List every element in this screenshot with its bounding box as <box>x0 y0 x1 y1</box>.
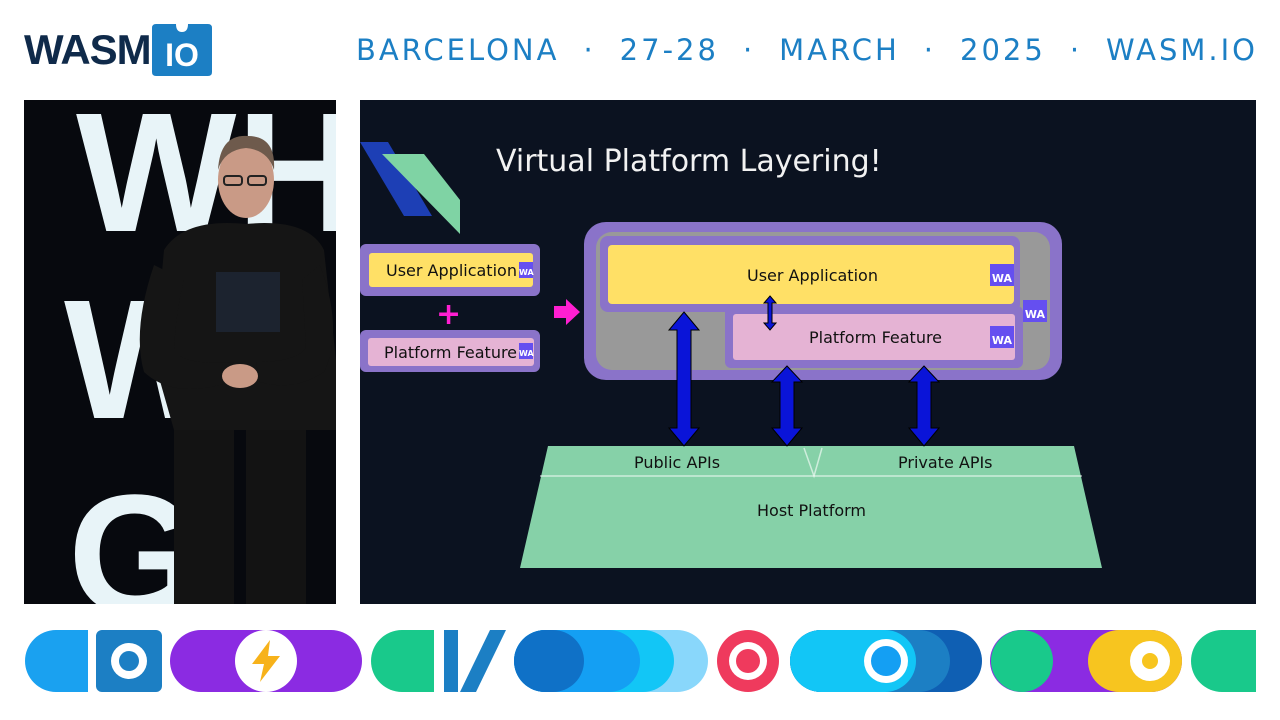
presentation-slide: Virtual Platform Layering! User Applicat… <box>360 100 1256 604</box>
left-user-app-box <box>369 253 533 287</box>
plus-icon: + <box>436 297 462 332</box>
left-platform-feature-box <box>368 338 534 366</box>
event-info: BARCELONA · 27-28 · MARCH · 2025 · WASM.IO <box>356 32 1258 68</box>
separator: · <box>923 33 937 67</box>
wa-badge-icon: WA <box>519 262 534 278</box>
diagram-arrows <box>667 295 941 447</box>
event-dates: 27-28 <box>619 33 719 67</box>
magenta-arrow-icon <box>554 299 580 325</box>
footer-decoration <box>25 630 1256 692</box>
public-apis-label: Public APIs <box>634 453 721 472</box>
left-platform-feature-label: Platform Feature <box>384 343 518 362</box>
wasm-io-logo-icon: IO <box>152 24 212 76</box>
corner-logo-icon <box>360 142 460 234</box>
event-year: 2025 <box>960 33 1046 67</box>
wa-badge-icon: WA <box>990 264 1014 286</box>
composite-user-app-box <box>608 245 1014 304</box>
private-apis-label: Private APIs <box>898 453 993 472</box>
private-api-arrow-icon <box>907 365 941 447</box>
event-month: MARCH <box>779 33 900 67</box>
event-site: WASM.IO <box>1106 33 1258 67</box>
speaker-video: WH W G <box>24 100 336 604</box>
logo-box-text: IO <box>165 37 199 73</box>
public-api-arrow-icon <box>667 311 701 447</box>
host-platform-label: Host Platform <box>757 501 866 520</box>
feature-api-arrow-icon <box>770 365 804 447</box>
composite-user-app-label: User Application <box>747 266 878 285</box>
slide-title: Virtual Platform Layering! <box>496 144 882 179</box>
left-user-app-label: User Application <box>386 261 517 280</box>
composite-platform-feature-box <box>733 314 1015 360</box>
app-feature-arrow-icon <box>762 295 778 331</box>
separator: · <box>1069 33 1083 67</box>
speaker-figure <box>139 135 336 604</box>
host-platform-shape <box>520 446 1102 568</box>
separator: · <box>583 33 596 67</box>
wa-badge-icon: WA <box>519 343 534 359</box>
wasm-logo-text: WASM <box>24 26 152 73</box>
wa-badge-icon: WA <box>1023 300 1047 322</box>
separator: · <box>742 33 756 67</box>
wa-badge-icon: WA <box>990 326 1014 348</box>
event-city: BARCELONA <box>355 33 560 67</box>
composite-platform-feature-label: Platform Feature <box>809 328 943 347</box>
